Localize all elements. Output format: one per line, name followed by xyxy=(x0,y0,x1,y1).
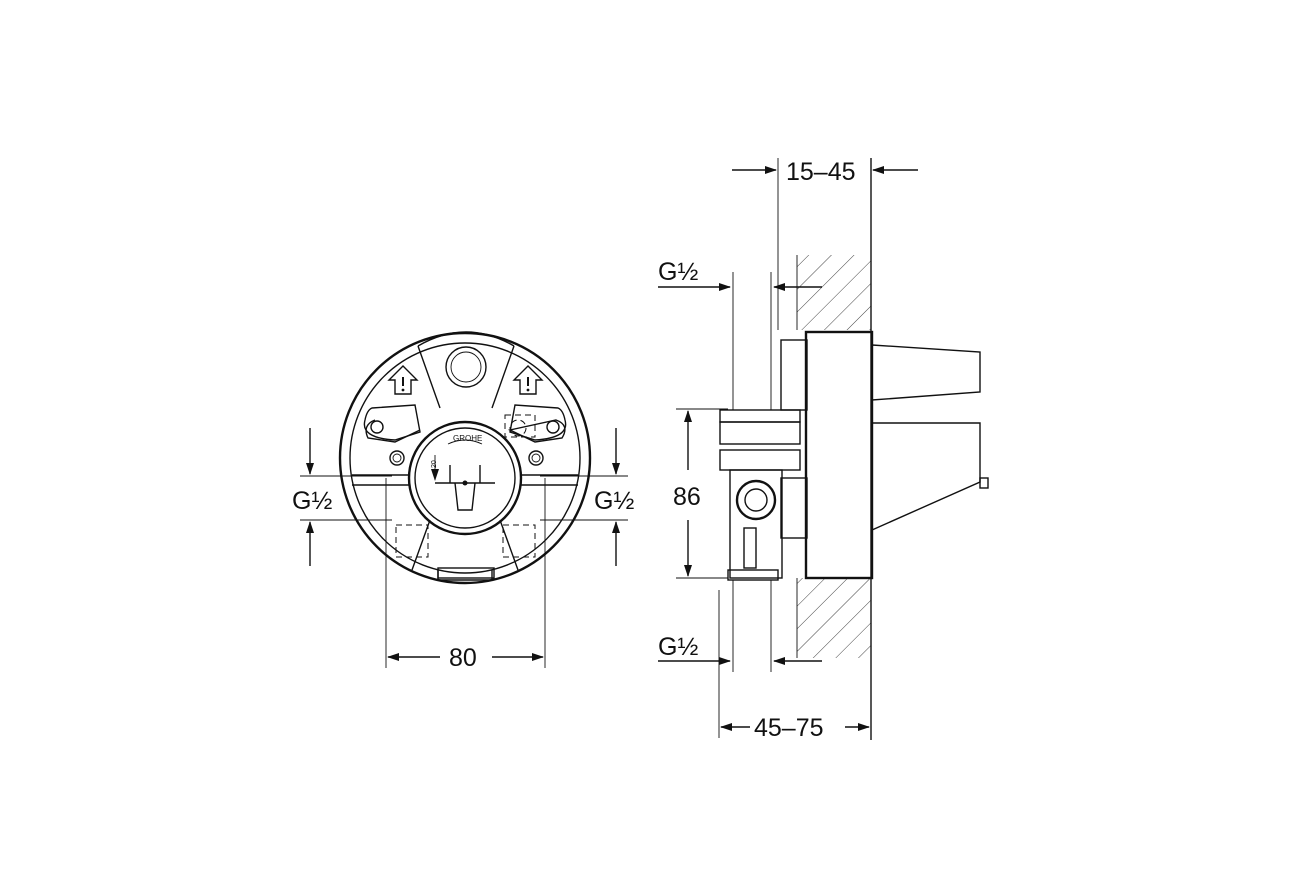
thread-left-label: G½ xyxy=(292,487,332,515)
plaster-guard xyxy=(871,344,981,401)
outer-ring xyxy=(338,331,592,585)
small-label: 20 xyxy=(431,460,438,468)
warning-arrow-right-icon xyxy=(512,365,544,395)
inner-ring xyxy=(349,342,581,574)
bottom-dimension-label: 45–75 xyxy=(754,714,824,742)
mount-hole-left xyxy=(370,420,384,434)
thread-right-label: G½ xyxy=(594,487,634,515)
screw-left xyxy=(389,450,405,466)
height-dimension-label: 86 xyxy=(673,483,701,511)
top-outlet-outer xyxy=(445,346,487,388)
width-dimension-label: 80 xyxy=(449,644,477,672)
center-hub-inner xyxy=(414,427,516,529)
side-view: 15–45 G½ 86 G½ 45–75 xyxy=(658,158,989,742)
thread-bottom-label: G½ xyxy=(658,633,698,661)
outlet-port-outer xyxy=(735,479,777,521)
valve-body xyxy=(804,330,874,580)
outlet-port-inner xyxy=(744,488,768,512)
wall-section-upper xyxy=(797,255,871,330)
wall-section-lower xyxy=(797,578,871,658)
thread-top-label: G½ xyxy=(658,258,698,286)
screw-right xyxy=(528,450,544,466)
mount-hole-right xyxy=(546,420,560,434)
top-dimension-label: 15–45 xyxy=(786,158,856,186)
logo-text: GROHE xyxy=(453,434,482,443)
top-outlet-inner xyxy=(450,351,482,383)
center-hub-outer xyxy=(407,420,523,536)
front-view: GROHE xyxy=(292,331,634,672)
warning-arrow-left-icon xyxy=(387,365,419,395)
